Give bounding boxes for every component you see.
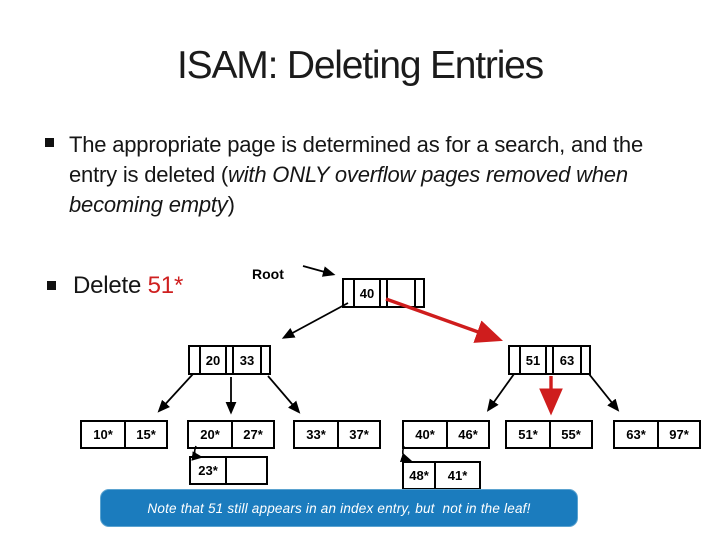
bullet-text: The appropriate page is determined as fo… (69, 130, 643, 220)
leaf-cell: 63* (626, 427, 646, 442)
arrow-right-node-to-leaf4 (486, 373, 515, 412)
leaf-cell: 23* (198, 463, 218, 478)
leaf-cell: 15* (124, 422, 166, 447)
bullet-marker (47, 281, 56, 290)
key-cell: 40 (353, 280, 379, 306)
leaf-cell: 46* (446, 422, 488, 447)
arrow-left-node-to-leaf1 (157, 373, 194, 413)
arrow-left-node-to-leaf3 (267, 375, 301, 414)
key-cell (386, 280, 414, 306)
root-label-arrow (302, 265, 336, 277)
leaf-cell: 40* (415, 427, 435, 442)
right-index-node: 51 63 (508, 345, 591, 375)
root-label: Root (252, 266, 284, 282)
leaf-cell: 33* (306, 427, 326, 442)
overflow-page-1: 23* (189, 456, 268, 485)
bullet-text: Delete 51* (73, 272, 184, 299)
pointer-cell (510, 347, 519, 373)
root-index-node: 40 (342, 278, 425, 308)
key-cell: 20 (199, 347, 225, 373)
bullet-line-3: becoming empty) (69, 192, 235, 217)
pointer-cell (225, 347, 232, 373)
leaf-page-2: 20* 27* (187, 420, 275, 449)
overflow-page-2: 48* 41* (402, 461, 481, 490)
bullet-delete-51: Delete 51* (47, 272, 183, 300)
pointer-cell (414, 280, 423, 306)
leaf-cell: 51* (518, 427, 538, 442)
arrow-root-to-left-node (281, 302, 349, 339)
leaf-page-4: 40* 46* (402, 420, 490, 449)
deleted-key-label: 51* (147, 272, 184, 299)
leaf-cell: 41* (434, 463, 479, 488)
leaf-cell: 10* (93, 427, 113, 442)
leaf-cell: 20* (200, 427, 220, 442)
bullet-marker (45, 138, 54, 147)
bullet-appropriate-page: The appropriate page is determined as fo… (45, 130, 717, 220)
key-cell: 33 (232, 347, 260, 373)
bullet-line-1: The appropriate page is determined as fo… (69, 132, 644, 157)
pointer-cell (344, 280, 353, 306)
key-cell: 63 (552, 347, 580, 373)
leaf-cell: 27* (231, 422, 273, 447)
bullet-line-2: entry is deleted (with ONLY overflow pag… (69, 162, 628, 187)
leaf-page-5: 51* 55* (505, 420, 593, 449)
leaf-page-3: 33* 37* (293, 420, 381, 449)
note-callout: Note that 51 still appears in an index e… (100, 489, 578, 527)
arrow-right-node-to-leaf6 (588, 373, 620, 412)
leaf-cell: 37* (337, 422, 379, 447)
pointer-cell (190, 347, 199, 373)
leaf-cell: 55* (549, 422, 591, 447)
key-cell: 51 (519, 347, 545, 373)
pointer-cell (580, 347, 589, 373)
leaf-page-1: 10* 15* (80, 420, 168, 449)
note-text: Note that 51 still appears in an index e… (147, 500, 531, 516)
leaf-cell: 97* (657, 422, 699, 447)
pointer-cell (260, 347, 269, 373)
slide-title: ISAM: Deleting Entries (177, 44, 544, 87)
leaf-cell: 48* (409, 468, 429, 483)
pointer-cell (379, 280, 386, 306)
pointer-cell (545, 347, 552, 373)
leaf-cell (225, 458, 266, 483)
left-index-node: 20 33 (188, 345, 271, 375)
leaf-page-6: 63* 97* (613, 420, 701, 449)
